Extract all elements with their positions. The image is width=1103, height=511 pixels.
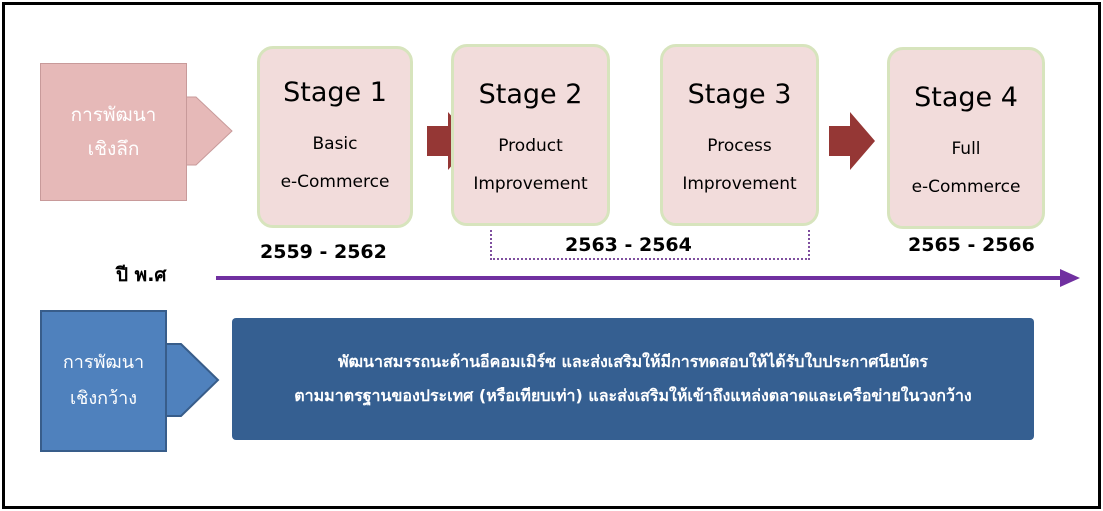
stage-4-title: Stage 4 xyxy=(914,82,1018,113)
year-range-stage-4: 2565 - 2566 xyxy=(908,234,1035,256)
stage-1-line1: Basic xyxy=(312,134,358,154)
wide-development-line2: เชิงกว้าง xyxy=(69,388,138,409)
stage-3-line2: Improvement xyxy=(682,174,797,194)
deep-development-line1: การพัฒนา xyxy=(70,104,157,126)
stage-2-title: Stage 2 xyxy=(478,79,583,110)
year-range-stage-1: 2559 - 2562 xyxy=(260,241,387,263)
stage-2-3-bracket xyxy=(490,230,810,260)
stage-4-line2: e-Commerce xyxy=(911,177,1021,197)
year-range-stage-2-3: 2563 - 2564 xyxy=(565,234,692,256)
deep-development-line2: เชิงลึก xyxy=(87,138,140,160)
deep-development-arrow xyxy=(183,96,233,166)
stage-2-line1: Product xyxy=(498,136,563,156)
wide-development-box: การพัฒนา เชิงกว้าง xyxy=(40,310,167,452)
description-box: พัฒนาสมรรถนะด้านอีคอมเมิร์ซ และส่งเสริมใ… xyxy=(232,318,1034,440)
stage3-to-stage4-arrow xyxy=(829,112,875,170)
stage-4-line1: Full xyxy=(951,139,981,159)
stage-3-title: Stage 3 xyxy=(687,79,792,110)
stage-3-box: Stage 3 Process Improvement xyxy=(660,44,819,226)
wide-development-line1: การพัฒนา xyxy=(62,352,145,373)
stage1-to-stage2-arrow xyxy=(427,112,473,170)
stage-1-box: Stage 1 Basic e-Commerce xyxy=(257,46,413,228)
description-line1: พัฒนาสมรรถนะด้านอีคอมเมิร์ซ และส่งเสริมใ… xyxy=(338,352,928,371)
stage-2-box: Stage 2 Product Improvement xyxy=(451,44,610,226)
description-line2: ตามมาตรฐานของประเทศ (หรือเทียบเท่า) และส… xyxy=(294,386,972,405)
wide-development-arrow xyxy=(162,343,220,417)
stage-1-line2: e-Commerce xyxy=(280,172,390,192)
deep-development-box: การพัฒนา เชิงลึก xyxy=(40,63,187,201)
timeline-axis-label: ปี พ.ศ xyxy=(116,264,167,286)
stage-3-line1: Process xyxy=(707,136,772,156)
stage-1-title: Stage 1 xyxy=(283,77,387,108)
stage-4-box: Stage 4 Full e-Commerce xyxy=(887,47,1045,229)
stage-2-line2: Improvement xyxy=(473,174,588,194)
timeline-arrowhead-icon xyxy=(1060,269,1080,287)
